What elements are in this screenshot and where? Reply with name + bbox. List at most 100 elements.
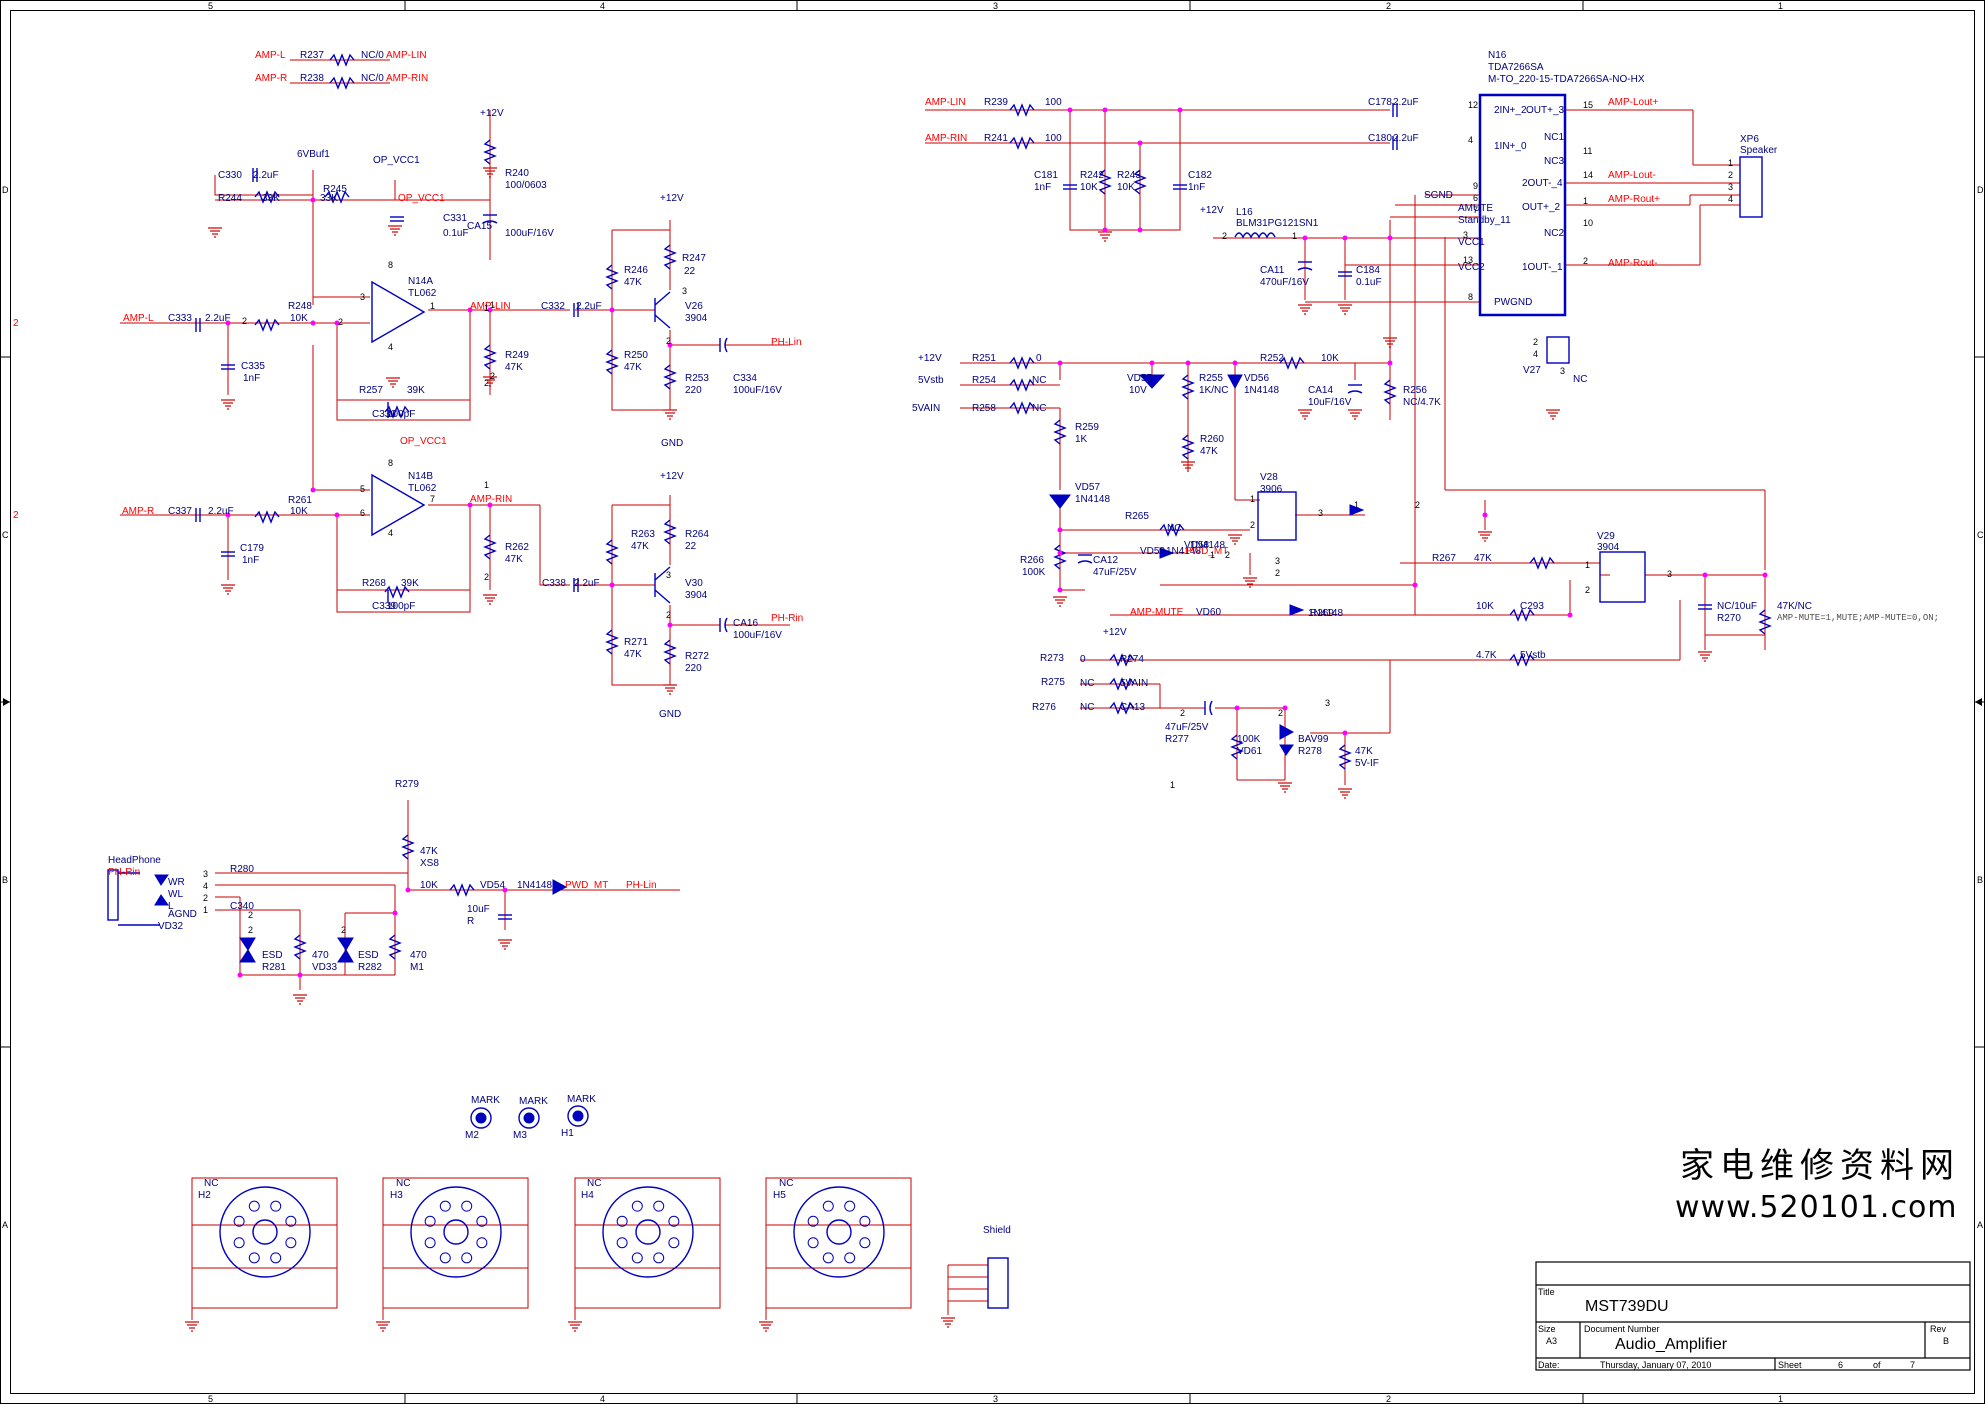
component-label: WL bbox=[168, 889, 183, 900]
wire-junction bbox=[1057, 550, 1063, 556]
component-label: CA13 bbox=[1120, 702, 1146, 713]
pin-number: 1 bbox=[1585, 560, 1591, 570]
component-label: +12V bbox=[1200, 205, 1224, 216]
frame-row-label: D bbox=[1977, 185, 1984, 195]
pin-number: 6 bbox=[360, 508, 366, 518]
component-label: CA12 bbox=[1093, 555, 1119, 566]
component-label: 5V-IF bbox=[1355, 758, 1379, 769]
component-label: R268 bbox=[362, 578, 386, 589]
component-label: R254 bbox=[972, 375, 996, 386]
frame-row-label: C bbox=[2, 530, 9, 540]
mounting-hole-pin bbox=[461, 1252, 473, 1264]
component-label: 100K bbox=[1237, 734, 1261, 745]
wire-junction bbox=[1702, 572, 1708, 578]
component-label: 4.7K bbox=[1476, 650, 1497, 661]
wire-junction bbox=[1282, 705, 1288, 711]
component-label: 10K bbox=[1476, 601, 1494, 612]
pin-number: 4 bbox=[1468, 135, 1474, 145]
net-label: OP_VCC1 bbox=[400, 436, 447, 447]
pin-number: 2 bbox=[1585, 585, 1591, 595]
wire-junction bbox=[1342, 235, 1348, 241]
component-label: R252 bbox=[1260, 353, 1284, 364]
component-label: BAV99 bbox=[1298, 734, 1329, 745]
pin-number: 3 bbox=[1463, 230, 1469, 240]
component-label: R269 bbox=[1310, 608, 1334, 619]
component-label: Standby_11 bbox=[1458, 215, 1511, 226]
mounting-hole-pin bbox=[439, 1200, 451, 1212]
pin-number: 4 bbox=[203, 881, 209, 891]
frame-col-label: 1 bbox=[1778, 1394, 1784, 1404]
pin-number: 2 bbox=[1275, 568, 1281, 578]
component-label: PWGND bbox=[1494, 297, 1533, 308]
component-label: NC bbox=[779, 1178, 794, 1189]
component-label: 470 bbox=[410, 950, 427, 961]
component-label: NC2 bbox=[1544, 228, 1565, 239]
component-label: NC/0 bbox=[361, 50, 384, 61]
net-label: PH-Lin bbox=[626, 880, 657, 891]
component-label: VD61 bbox=[1237, 746, 1263, 757]
mounting-hole-pin bbox=[285, 1215, 297, 1227]
frame-col-label: 1 bbox=[1778, 1, 1784, 11]
pin-number: 10 bbox=[1583, 218, 1594, 228]
mounting-hole-pin bbox=[233, 1237, 245, 1249]
component-label: 470 bbox=[312, 950, 329, 961]
pin-number: 2 bbox=[490, 371, 496, 381]
component-label: 5VAIN bbox=[912, 403, 941, 414]
wire-junction bbox=[487, 307, 493, 313]
wire-junction bbox=[1482, 512, 1488, 518]
component-label: R264 bbox=[685, 529, 709, 540]
component-label: N16 bbox=[1488, 50, 1507, 61]
pin-number: 12 bbox=[1468, 100, 1479, 110]
component-label: BLM31PG121SN1 bbox=[1236, 218, 1319, 229]
component-label: C340 bbox=[230, 901, 254, 912]
mounting-hole-pin bbox=[844, 1200, 856, 1212]
component-label: R281 bbox=[262, 962, 286, 973]
component-label: NC/0 bbox=[361, 73, 384, 84]
pin-number: 11 bbox=[1583, 146, 1593, 156]
net-label: PH-Lin bbox=[771, 337, 802, 348]
pin-number: 13 bbox=[1463, 255, 1474, 265]
component-label: 2.2uF bbox=[205, 313, 231, 324]
component-label: C338 bbox=[542, 578, 566, 589]
pin-number: 1 bbox=[1292, 231, 1298, 241]
pin-number: 4 bbox=[388, 528, 394, 538]
component-label: 0.1uF bbox=[1356, 277, 1382, 288]
component-label: 1N4148 bbox=[1244, 385, 1280, 396]
component-label: 1N4148 bbox=[1308, 608, 1344, 619]
pin-number: 2 bbox=[666, 336, 672, 346]
pin-number: 14 bbox=[1583, 170, 1594, 180]
wire-junction bbox=[1412, 582, 1418, 588]
net-label: PWD_MT bbox=[565, 880, 609, 891]
pin-number: 3 bbox=[1275, 556, 1281, 566]
component-label: NC1 bbox=[1544, 132, 1565, 143]
component-label: 1nF bbox=[243, 373, 261, 384]
frame-row-label: B bbox=[1977, 875, 1984, 885]
wire-junction bbox=[225, 512, 231, 518]
component-label: C331 bbox=[443, 213, 467, 224]
pin-number: 2 bbox=[1728, 170, 1734, 180]
net-label: PWD_MT bbox=[1185, 546, 1229, 557]
component-label: M-TO_220-15-TDA7266SA-NO-HX bbox=[1488, 74, 1645, 85]
component-label: Speaker bbox=[1740, 145, 1778, 156]
mounting-hole-pin bbox=[859, 1215, 871, 1227]
component-label: R247 bbox=[682, 253, 706, 264]
component-label: +12V bbox=[480, 108, 504, 119]
wire-junction bbox=[1387, 360, 1393, 366]
component-label: R245 bbox=[323, 184, 347, 195]
mounting-hole-pin bbox=[233, 1215, 245, 1227]
component-label: 47K bbox=[624, 362, 642, 373]
component-label: 2IN+_2 bbox=[1494, 105, 1527, 116]
net-label: AMP-MUTE bbox=[1130, 607, 1184, 618]
component-label: NC3 bbox=[1544, 156, 1565, 167]
pin-number: 4 bbox=[1728, 194, 1734, 204]
pin-number: 3 bbox=[1318, 508, 1324, 518]
component-label: 2OUT-_4 bbox=[1522, 178, 1563, 189]
component-label: CA11 bbox=[1260, 265, 1285, 276]
net-label: AMP-Rout+ bbox=[1608, 194, 1660, 205]
component-label: 2.2uF bbox=[253, 170, 279, 181]
pin-number: 1 bbox=[1354, 500, 1360, 510]
pin-number: 6 bbox=[1473, 193, 1479, 203]
component-label: XS8 bbox=[420, 858, 439, 869]
size-value: A3 bbox=[1546, 1336, 1558, 1346]
pin-number: 2 bbox=[338, 317, 344, 327]
